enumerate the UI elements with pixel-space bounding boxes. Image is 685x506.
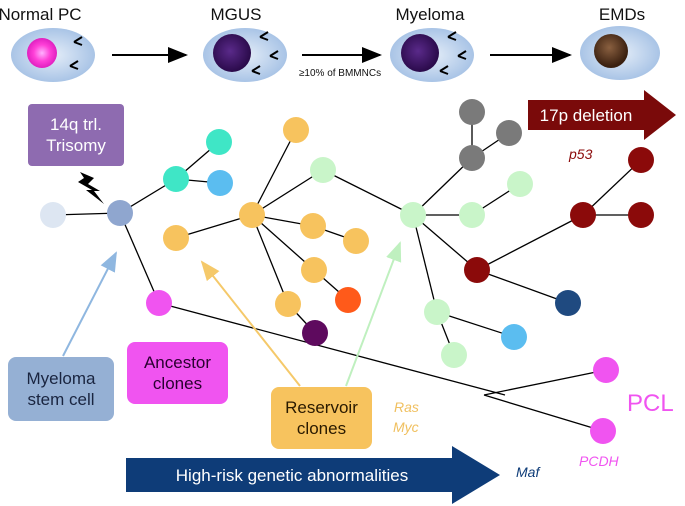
node-teal-2 [163,166,189,192]
emd-cell [580,26,660,80]
node-gray-3 [459,145,485,171]
node-navy [555,290,581,316]
node-orange-4 [343,228,369,254]
node-orange-1 [163,225,189,251]
node-green-1 [310,157,336,183]
node-orange-2 [283,117,309,143]
normal-pc-cell [11,28,95,82]
high-risk-arrow: High-risk genetic abnormalities [126,446,500,504]
threshold-note: ≥10% of BMMNCs [299,68,381,79]
node-teal-1 [206,129,232,155]
pcl-label: PCL [627,390,674,417]
gene-myc: Myc [393,419,419,435]
gene-maf: Maf [516,464,541,480]
lightning-icon [78,172,104,204]
gene-ras: Ras [394,399,419,415]
node-green-2 [459,202,485,228]
deletion-label: 17p deletion [540,106,633,125]
stage-myeloma-label: Myeloma [396,5,466,24]
deletion-arrow: 17p deletion [528,90,676,140]
stage-mgus-label: MGUS [211,5,262,24]
node-gray-1 [459,99,485,125]
node-darkred-1 [464,257,490,283]
node-orange-5 [301,257,327,283]
node-orange-6 [275,291,301,317]
node-red-orange [335,287,361,313]
node-gray-2 [496,120,522,146]
gene-p53: p53 [568,146,593,162]
node-pink-2 [590,418,616,444]
gene-pcdh: PCDH [579,453,620,469]
node-dark-purple [302,320,328,346]
high-risk-label: High-risk genetic abnormalities [176,466,408,485]
node-green-hub [400,202,426,228]
tree-nodes [40,99,654,444]
mgus-cell [203,28,287,82]
node-sky-1 [207,170,233,196]
node-green-3 [507,171,533,197]
stem-cell-pointer [62,251,117,357]
myeloma-cell [390,28,474,82]
reservoir-pointer-left [200,260,301,387]
node-orange-3 [300,213,326,239]
translocation-trisomy-box: 14q trl. Trisomy [28,104,124,166]
node-normal [40,202,66,228]
node-stem [107,200,133,226]
ancestor-clones-box: Ancestor clones [127,342,228,404]
node-green-4 [424,299,450,325]
reservoir-pointer-right [345,241,402,387]
stage-normal-pc-label: Normal PC [0,5,82,24]
node-darkred-2 [570,202,596,228]
node-darkred-3 [628,147,654,173]
node-reservoir-hub [239,202,265,228]
reservoir-clones-box: Reservoir clones [271,387,372,449]
node-pink-1 [593,357,619,383]
node-green-5 [441,342,467,368]
node-ancestor [146,290,172,316]
stage-emds-label: EMDs [599,5,645,24]
node-darkred-4 [628,202,654,228]
myeloma-stem-cell-box: Myeloma stem cell [8,357,114,421]
node-sky-2 [501,324,527,350]
